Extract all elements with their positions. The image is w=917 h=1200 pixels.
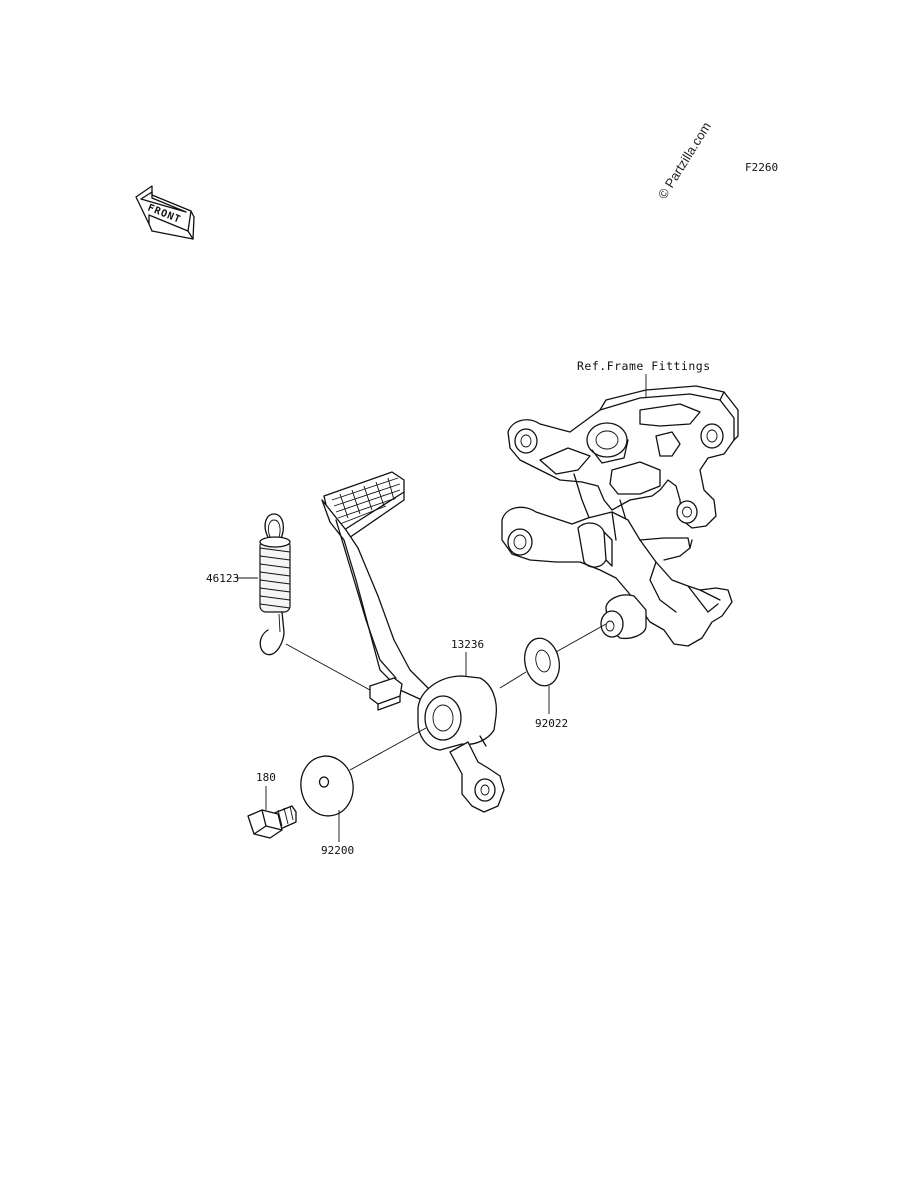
- return-spring-part: [259, 513, 291, 656]
- callout-cap-washer: 92200: [321, 844, 354, 857]
- front-direction-arrow-icon: FRONT: [135, 185, 195, 240]
- partzilla-watermark: © Partzilla.com: [655, 119, 714, 201]
- brake-pedal-part: [321, 471, 505, 813]
- frame-bracket: [501, 385, 739, 647]
- callout-spring: 46123: [206, 572, 239, 585]
- figure-code: F2260: [745, 161, 778, 174]
- callout-pedal: 13236: [451, 638, 484, 651]
- cap-washer-part: [300, 755, 354, 817]
- reference-note-label: Ref.Frame Fittings: [577, 359, 711, 373]
- bolt-part: [247, 805, 297, 839]
- washer-part: [523, 637, 561, 687]
- callout-bolt: 180: [256, 771, 276, 784]
- callout-washer: 92022: [535, 717, 568, 730]
